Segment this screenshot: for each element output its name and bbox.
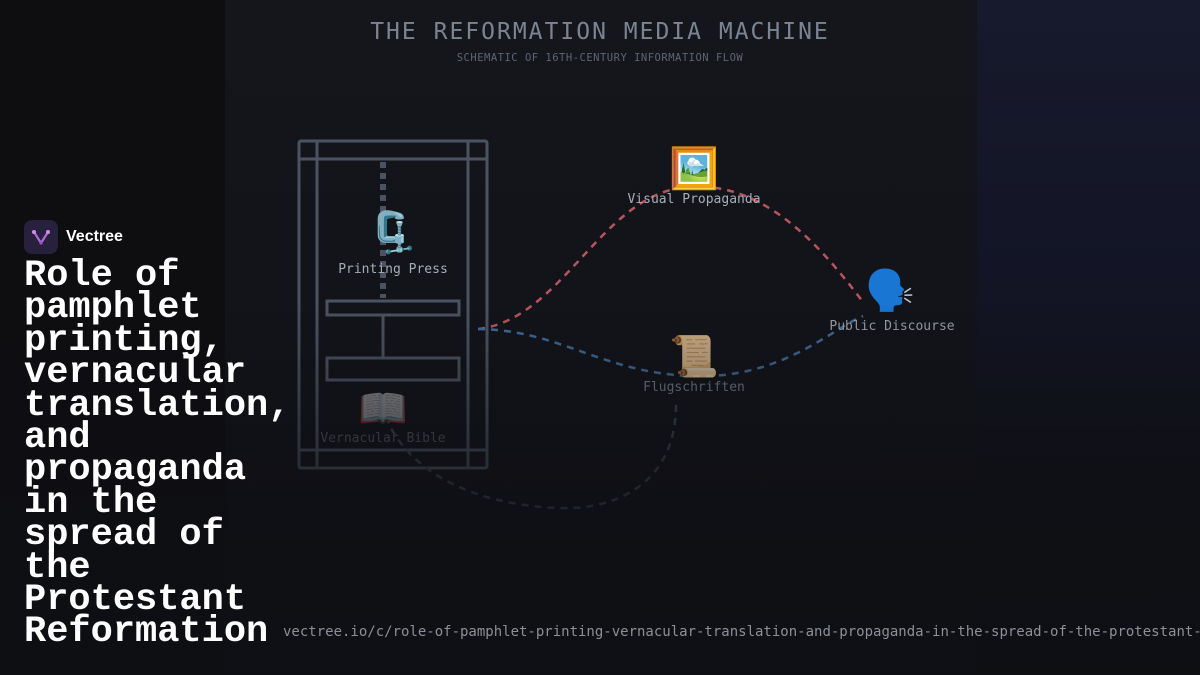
diagram-title: THE REFORMATION MEDIA MACHINE <box>370 19 830 45</box>
node-printing-press: 🗜️ Printing Press <box>338 209 448 277</box>
node-public-discourse: 🗣️ Public Discourse <box>829 267 954 334</box>
printing-press-label: Printing Press <box>338 262 448 277</box>
path-press-to-visual-propaganda <box>477 185 864 331</box>
framed-picture-icon: 🖼️ <box>669 145 719 192</box>
brand-name: Vectree <box>66 228 123 245</box>
visual-propaganda-label: Visual Propaganda <box>627 192 760 207</box>
scroll-icon: 📜 <box>669 334 719 380</box>
path-flugschriften-to-bible <box>386 404 678 510</box>
public-discourse-label: Public Discourse <box>829 319 954 334</box>
clamp-icon: 🗜️ <box>368 209 418 256</box>
flugschriften-label: Flugschriften <box>643 380 745 395</box>
node-vernacular-bible: 📖 Vernacular Bible <box>320 386 445 446</box>
flow-paths <box>386 185 864 510</box>
page-title: Role of pamphlet printing, vernacular tr… <box>24 255 291 654</box>
brand: Vectree <box>24 220 123 254</box>
vectree-logo-icon <box>24 220 58 254</box>
vernacular-bible-label: Vernacular Bible <box>320 431 445 446</box>
node-visual-propaganda: 🖼️ Visual Propaganda <box>627 145 760 207</box>
node-flugschriften: 📜 Flugschriften <box>643 334 745 395</box>
speaking-head-icon: 🗣️ <box>865 267 915 314</box>
diagram-subtitle: SCHEMATIC OF 16TH-CENTURY INFORMATION FL… <box>457 52 744 64</box>
open-book-icon: 📖 <box>358 386 408 432</box>
page-url[interactable]: vectree.io/c/role-of-pamphlet-printing-v… <box>283 624 1200 640</box>
